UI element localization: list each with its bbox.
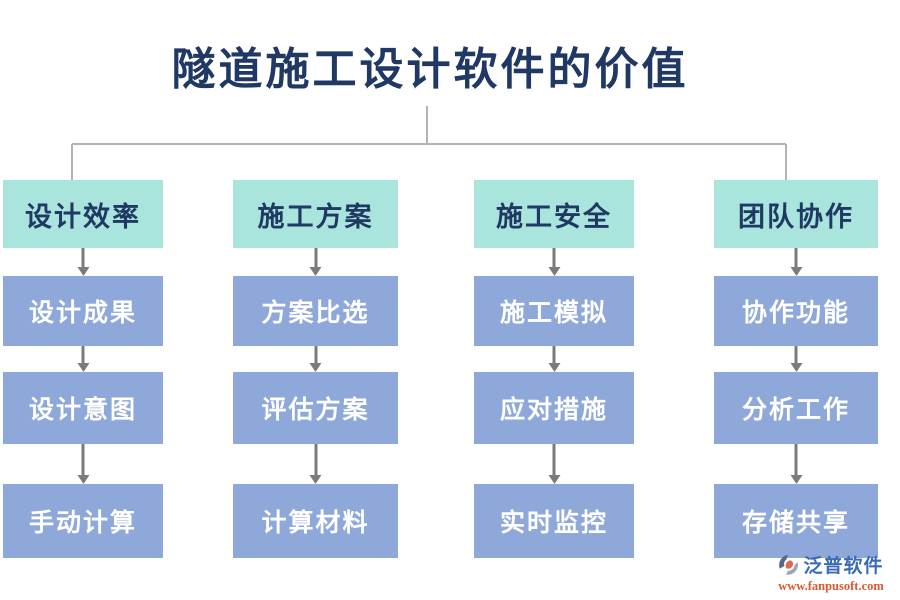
arrow-down-icon [309, 346, 322, 372]
flow-item: 协作功能 [714, 276, 878, 346]
arrow-down-icon [548, 444, 561, 484]
fanpu-logo-icon [779, 554, 799, 575]
brand-url: www.fanpusoft.com [778, 579, 884, 593]
flow-item: 存储共享 [714, 484, 878, 558]
arrow-down-icon [548, 346, 561, 372]
column-header: 设计效率 [3, 180, 163, 248]
flow-item: 方案比选 [233, 276, 398, 346]
arrow-down-icon [790, 248, 803, 276]
flow-item: 分析工作 [714, 372, 878, 444]
flow-item: 计算材料 [233, 484, 398, 558]
arrow-down-icon [77, 346, 90, 372]
arrow-down-icon [77, 248, 90, 276]
brand-name: 泛普软件 [803, 556, 884, 577]
arrow-down-icon [790, 346, 803, 372]
flow-item: 应对措施 [474, 372, 634, 444]
column-header: 团队协作 [714, 180, 878, 248]
flow-item: 设计成果 [3, 276, 163, 346]
flow-column: 施工安全 施工模拟 应对措施 实时监控 [474, 180, 634, 558]
arrow-down-icon [548, 248, 561, 276]
arrow-down-icon [77, 444, 90, 484]
column-header: 施工方案 [233, 180, 398, 248]
flow-item: 实时监控 [474, 484, 634, 558]
arrow-down-icon [790, 444, 803, 484]
arrow-down-icon [309, 444, 322, 484]
arrow-down-icon [309, 248, 322, 276]
flow-column: 设计效率 设计成果 设计意图 手动计算 [3, 180, 163, 558]
flow-item: 设计意图 [3, 372, 163, 444]
flow-item: 施工模拟 [474, 276, 634, 346]
flow-item: 评估方案 [233, 372, 398, 444]
connector-lines [71, 106, 787, 181]
watermark: 泛普软件 www.fanpusoft.com [762, 551, 900, 594]
flow-column: 团队协作 协作功能 分析工作 存储共享 [714, 180, 878, 558]
page-title: 隧道施工设计软件的价值 [171, 45, 689, 94]
flow-item: 手动计算 [3, 484, 163, 558]
column-header: 施工安全 [474, 180, 634, 248]
flow-column: 施工方案 方案比选 评估方案 计算材料 [233, 180, 398, 558]
